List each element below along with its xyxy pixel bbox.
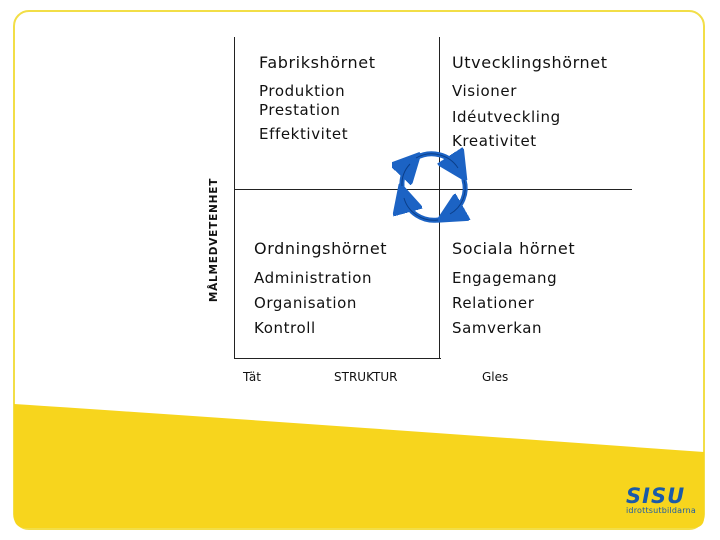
y-axis (234, 37, 235, 359)
x-axis (234, 358, 441, 359)
quadrant-item: Engagemang (452, 269, 558, 287)
quadrant-item: Visioner (452, 82, 517, 100)
quadrant-title-top-right: Utvecklingshörnet (452, 53, 608, 72)
quadrant-item: Relationer (452, 294, 535, 312)
x-axis-label-right: Gles (482, 370, 509, 384)
x-axis-label-left: Tät (243, 370, 261, 384)
circular-arrows-icon (392, 146, 478, 228)
quadrant-item: Produktion (259, 82, 346, 100)
x-axis-label-center: STRUKTUR (334, 370, 398, 384)
quadrant-title-top-left: Fabrikshörnet (259, 53, 376, 72)
quadrant-item: Prestation (259, 101, 341, 119)
quadrant-item: Idéutveckling (452, 108, 561, 126)
sisu-logo: SISU idrottsutbildarna (626, 484, 696, 515)
quadrant-item: Organisation (254, 294, 358, 312)
quadrant-item: Kontroll (254, 319, 316, 337)
quadrant-title-bottom-left: Ordningshörnet (254, 239, 388, 258)
slide-frame (13, 10, 705, 530)
logo-tagline: idrottsutbildarna (626, 506, 696, 515)
quadrant-item: Samverkan (452, 319, 543, 337)
quadrant-title-bottom-right: Sociala hörnet (452, 239, 576, 258)
y-axis-label: MÅLMEDVETENHET (208, 177, 220, 303)
quadrant-divider-horizontal (234, 189, 632, 190)
quadrant-item: Effektivitet (259, 125, 349, 143)
quadrant-item: Kreativitet (452, 132, 537, 150)
logo-name: SISU (626, 484, 686, 508)
quadrant-item: Administration (254, 269, 373, 287)
